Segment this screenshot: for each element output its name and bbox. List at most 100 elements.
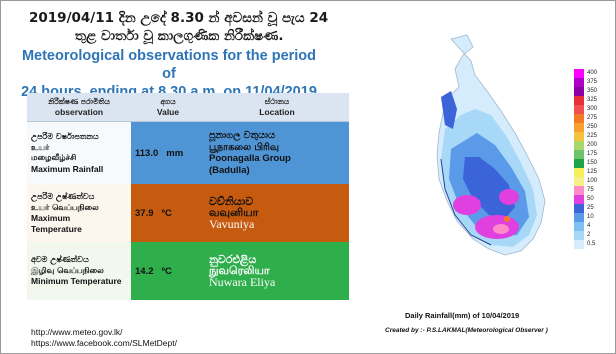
legend-swatch — [574, 222, 584, 231]
location-line: (Badulla) — [209, 164, 250, 176]
legend-label: 150 — [587, 160, 598, 166]
location-line: Poonagalla Group — [209, 153, 291, 164]
legend-swatch — [574, 204, 584, 213]
legend-item: 325 — [574, 96, 597, 105]
rain-max-marker — [504, 216, 510, 222]
header-observation-en: observation — [54, 107, 104, 117]
legend-item: 2 — [574, 231, 597, 240]
header-value-si: අගය — [160, 97, 176, 106]
label-line: උපරිම වර්ෂාපතනය — [31, 132, 99, 141]
location-line: வவுனியா — [209, 206, 259, 220]
value-unit: ºC — [161, 207, 172, 219]
legend-item: 375 — [574, 78, 597, 87]
min-temperature-location: නුවරඑළිය நுவரெலியா Nuwara Eliya — [205, 242, 349, 300]
facebook-page-link[interactable]: https://www.facebook.com/SLMetDept/ — [31, 338, 177, 348]
legend-label: 175 — [587, 151, 598, 157]
title-sinhala: 2019/04/11 දින උදේ 8.30 න් අවසන් වූ පැය … — [29, 9, 328, 45]
legend-label: 375 — [587, 79, 598, 85]
legend-swatch — [574, 213, 584, 222]
footer-links: http://www.meteo.gov.lk/ https://www.fac… — [31, 327, 177, 349]
table-row-max-temperature: උපරිම උෂ්ණත්වය உயர் வெப்பநிலை Maximum Te… — [27, 184, 349, 242]
legend-item: 400 — [574, 69, 597, 78]
value-number: 113.0 — [135, 147, 159, 159]
location-line: Vavuniya — [209, 216, 255, 231]
max-temperature-label: උපරිම උෂ්ණත්වය உயர் வெப்பநிலை Maximum Te… — [27, 184, 131, 242]
legend-swatch — [574, 177, 584, 186]
legend-item: 0.5 — [574, 240, 597, 249]
max-temperature-value: 37.9 ºC — [131, 184, 205, 242]
legend-swatch — [574, 240, 584, 249]
max-rainfall-value: 113.0 mm — [131, 121, 205, 184]
legend-item: 50 — [574, 195, 597, 204]
legend-swatch — [574, 159, 584, 168]
max-rainfall-label: උපරිම වර්ෂාපතනය உயர் மழைவீழ்ச்சி Maximum… — [27, 121, 131, 184]
label-line: மழைவீழ்ச்சி — [31, 153, 77, 162]
label-line: உயர் — [31, 142, 50, 152]
table-header-row: නිරීක්ෂණ පරාමිතිය observation අගය Value … — [27, 93, 349, 122]
legend-label: 10 — [587, 214, 594, 220]
legend-label: 275 — [587, 115, 598, 121]
label-line: Temperature — [31, 223, 82, 234]
legend-item: 300 — [574, 105, 597, 114]
legend-label: 400 — [587, 70, 598, 76]
value-unit: mm — [166, 147, 184, 159]
legend-item: 350 — [574, 87, 597, 96]
legend-item: 250 — [574, 123, 597, 132]
header-value: අගය Value — [131, 93, 205, 122]
location-line: පූනාගල වතුයාය — [209, 130, 275, 141]
legend-label: 250 — [587, 124, 598, 130]
legend-label: 125 — [587, 169, 598, 175]
legend-swatch — [574, 96, 584, 105]
location-line: பூநாகலை பிரிவு — [209, 141, 279, 153]
label-line: இழிவு வெப்பநிலை — [31, 265, 104, 275]
location-line: நுவரெலியா — [209, 264, 270, 278]
legend-label: 75 — [587, 187, 594, 193]
legend-item: 150 — [574, 159, 597, 168]
observation-table: නිරීක්ෂණ පරාමිතිය observation අගය Value … — [27, 93, 349, 300]
map-caption: Daily Rainfall(mm) of 10/04/2019 — [405, 311, 520, 320]
legend-label: 350 — [587, 88, 598, 94]
rain-core-magenta-east — [499, 189, 519, 205]
legend-swatch — [574, 69, 584, 78]
value-unit: ºC — [161, 265, 172, 277]
meteo-website-link[interactable]: http://www.meteo.gov.lk/ — [31, 327, 123, 337]
label-line: Minimum Temperature — [31, 276, 122, 287]
rain-band-outline — [440, 158, 492, 246]
map-credit: Created by :- P.S.LAKMAL(Meteorological … — [385, 327, 548, 334]
legend-label: 4 — [587, 223, 591, 229]
table-row-max-rainfall: උපරිම වර්ෂාපතනය உயர் மழைவீழ்ச்சி Maximum… — [27, 121, 349, 184]
label-line: අවම උෂ්ණත්වය — [31, 255, 89, 265]
legend-item: 25 — [574, 204, 597, 213]
legend-item: 200 — [574, 141, 597, 150]
rainfall-map — [436, 34, 546, 256]
header-observation-si: නිරීක්ෂණ පරාමිතිය — [48, 97, 110, 106]
header-location: ස්ථානය Location — [205, 93, 349, 122]
legend-swatch — [574, 186, 584, 195]
header-value-en: Value — [156, 107, 180, 117]
legend-swatch — [574, 123, 584, 132]
title-sinhala-line1: 2019/04/11 දින උදේ 8.30 න් අවසන් වූ පැය … — [29, 10, 329, 26]
location-line: නුවරඑළිය — [209, 252, 257, 266]
legend-item: 100 — [574, 177, 597, 186]
legend-label: 200 — [587, 142, 598, 148]
max-temperature-location: වව්නියාව வவுனியா Vavuniya — [205, 184, 349, 242]
legend-label: 0.5 — [587, 241, 596, 247]
label-line: Maximum Rainfall — [31, 163, 104, 174]
header-observation: නිරීක්ෂණ පරාමිතිය observation — [27, 93, 131, 122]
legend-swatch — [574, 141, 584, 150]
rain-core-magenta-west — [453, 195, 481, 215]
min-temperature-value: 14.2 ºC — [131, 242, 205, 300]
max-rainfall-location: පූනාගල වතුයාය பூநாகலை பிரிவு Poonagalla … — [205, 121, 349, 184]
value-number: 14.2 — [135, 265, 154, 277]
legend-swatch — [574, 150, 584, 159]
legend-swatch — [574, 231, 584, 240]
legend-label: 25 — [587, 205, 594, 211]
legend-item: 275 — [574, 114, 597, 123]
value-number: 37.9 — [135, 207, 154, 219]
title-sinhala-line2: තුළ වාර්තා වූ කාලගුණික නිරීක්ෂණ. — [75, 28, 284, 44]
location-line: Nuwara Eliya — [209, 274, 276, 289]
legend-item: 175 — [574, 150, 597, 159]
table-row-min-temperature: අවම උෂ්ණත්වය இழிவு வெப்பநிலை Minimum Tem… — [27, 242, 349, 300]
rain-core-blue — [463, 157, 515, 219]
legend-item: 10 — [574, 213, 597, 222]
